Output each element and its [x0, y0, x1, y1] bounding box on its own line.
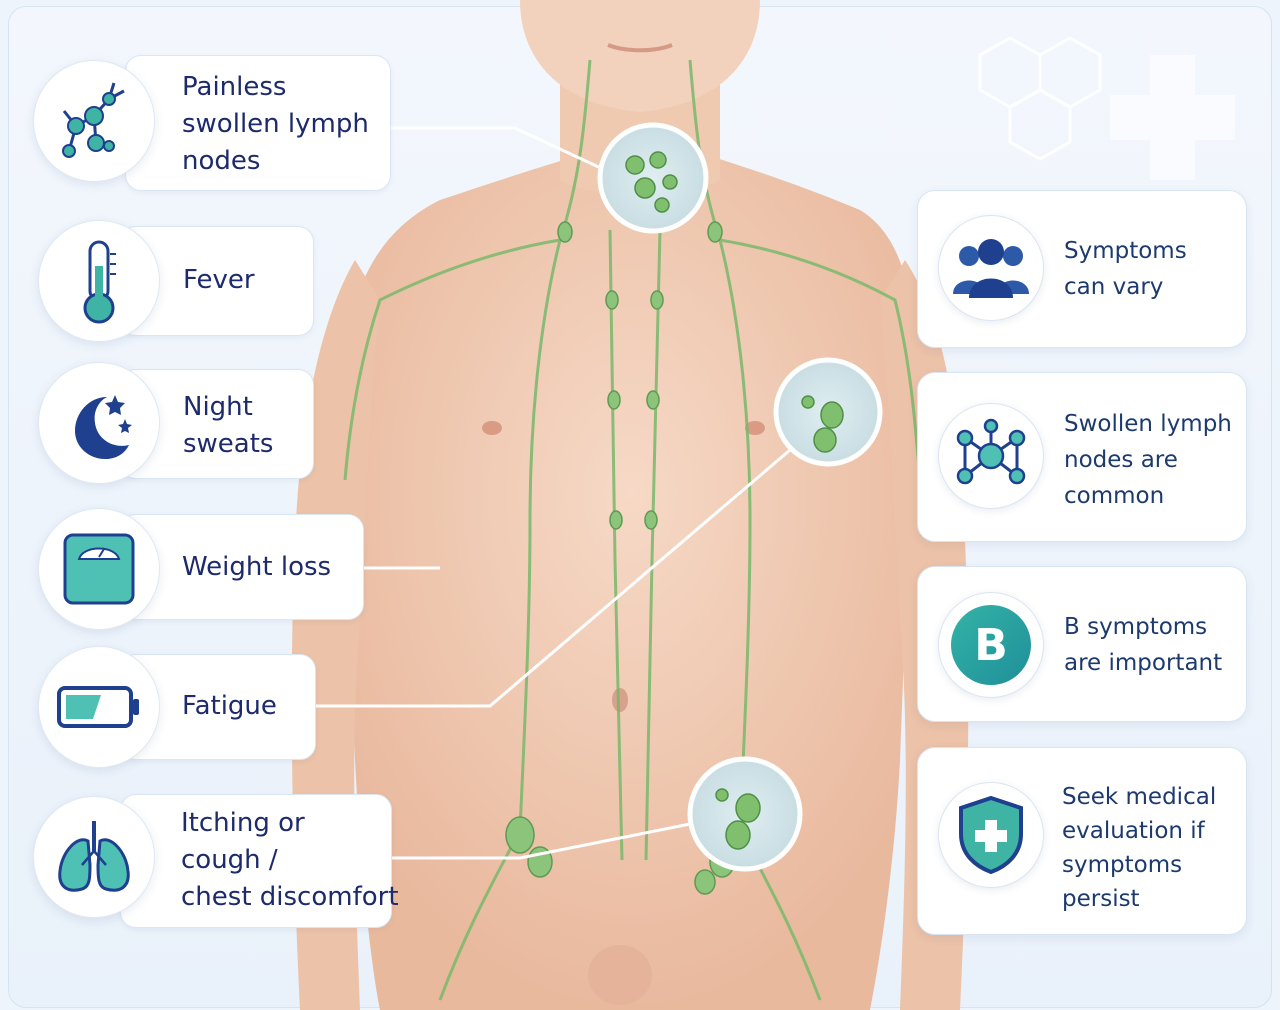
symptom-label: Night sweats — [183, 392, 274, 459]
thermometer-icon — [83, 240, 116, 324]
symptom-label: Fatigue — [182, 691, 277, 721]
low-battery-icon — [57, 686, 139, 728]
note-icon-circle: B — [938, 592, 1044, 698]
note-card-seek-evaluation: Seek medical evaluation if symptoms pers… — [917, 747, 1247, 935]
symptom-card-swollen-nodes — [125, 55, 391, 191]
symptom-card-weight-loss — [120, 514, 364, 620]
b-badge-icon: B — [951, 605, 1031, 685]
lymph-node-icon — [62, 82, 125, 158]
chin — [520, 0, 760, 112]
note-label: Seek medical evaluation if symptoms pers… — [1062, 784, 1217, 912]
symptom-icon-circle — [38, 362, 160, 484]
symptom-label: Painless swollen lymph nodes — [182, 72, 369, 176]
symptom-icon-circle — [38, 508, 160, 630]
scale-icon — [63, 533, 135, 605]
symptom-label: Itching or cough / chest discomfort — [181, 808, 399, 912]
note-icon-circle — [938, 215, 1044, 321]
armpit-zoom-circle — [773, 357, 883, 467]
symptom-icon-circle — [38, 646, 160, 768]
torso — [344, 150, 917, 1010]
note-icon-circle — [938, 403, 1044, 509]
decorative-cross — [1110, 55, 1235, 180]
people-icon — [953, 239, 1029, 298]
symptom-label: Fever — [183, 265, 255, 295]
note-label: B symptoms are important — [1064, 614, 1223, 676]
note-card-swollen-common: Swollen lymph nodes are common — [917, 372, 1247, 542]
note-label: Swollen lymph nodes are common — [1064, 411, 1232, 509]
note-label: Symptoms can vary — [1064, 238, 1187, 300]
b-badge-letter: B — [974, 619, 1008, 671]
symptom-icon-circle — [33, 60, 155, 182]
shield-cross-icon — [959, 795, 1023, 875]
moon-stars-icon — [75, 395, 132, 459]
note-card-symptoms-vary: Symptoms can vary — [917, 190, 1247, 348]
groin-zoom-circle — [687, 756, 803, 872]
network-icon — [956, 418, 1026, 485]
neck-zoom-circle — [597, 122, 709, 234]
symptom-icon-circle — [38, 220, 160, 342]
decorative-hexagons — [978, 36, 1102, 161]
note-icon-circle — [938, 782, 1044, 888]
note-card-b-symptoms: B B symptoms are important — [917, 566, 1247, 722]
symptom-icon-circle — [33, 796, 155, 918]
symptom-label: Weight loss — [182, 552, 332, 582]
symptom-card-itching-cough — [120, 794, 392, 928]
lungs-icon — [58, 821, 130, 892]
